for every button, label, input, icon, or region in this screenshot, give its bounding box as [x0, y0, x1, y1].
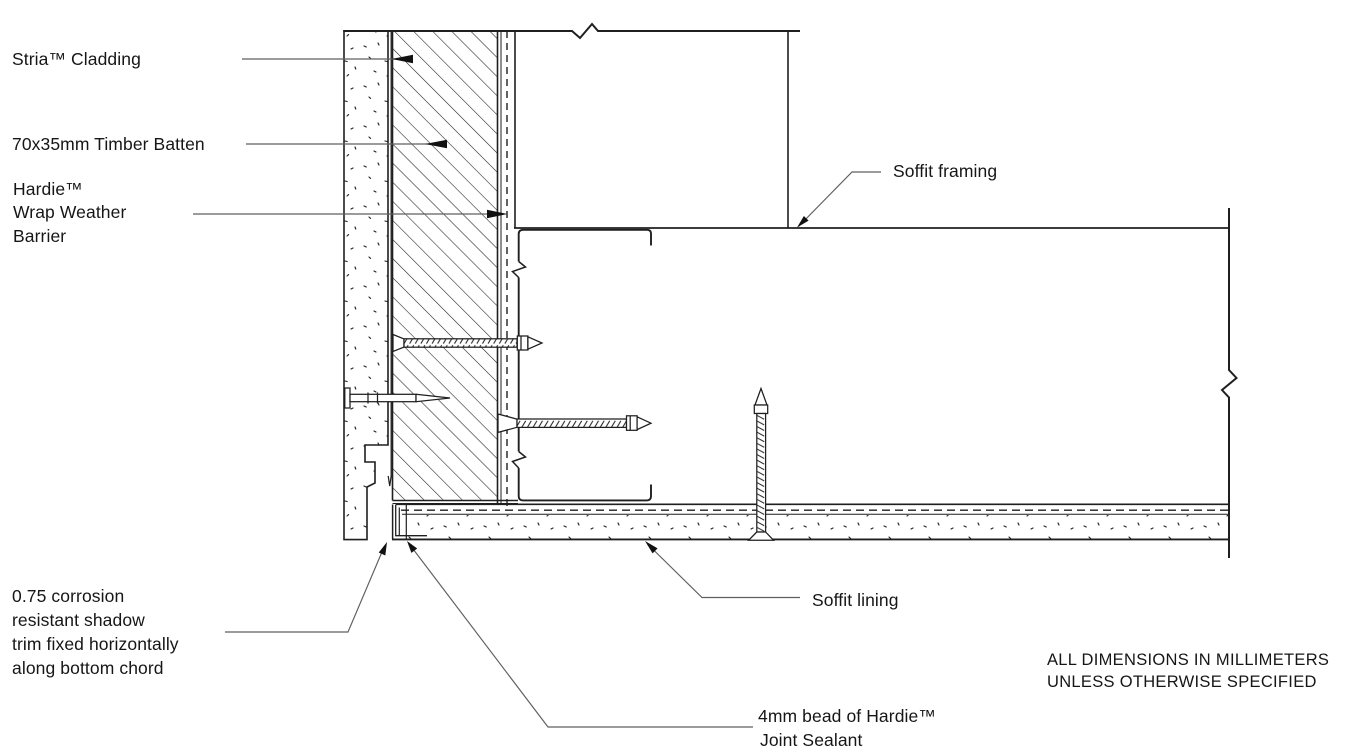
- fastener-screw-upper: [392, 333, 544, 353]
- leader-lines: [193, 58, 881, 728]
- label-soffit-lining: Soffit lining: [812, 590, 899, 610]
- arrow-wrap: [487, 209, 508, 219]
- label-soffit-framing: Soffit framing: [893, 161, 998, 181]
- label-timber-batten: 70x35mm Timber Batten: [12, 134, 205, 154]
- label-trim-line4: along bottom chord: [12, 658, 164, 678]
- label-stria-cladding: Stria™ Cladding: [12, 49, 141, 69]
- arrow-batten: [425, 139, 447, 149]
- leader-soffit-framing: [798, 171, 881, 227]
- fastener-screw-lower: [497, 413, 653, 434]
- leader-sealant: [409, 544, 753, 728]
- fastener-nail-cladding: [344, 387, 451, 409]
- leader-trim: [225, 545, 386, 633]
- stria-cladding-section: [343, 30, 389, 541]
- shadow-trim-profile: [391, 504, 427, 539]
- label-sealant-line1: 4mm bead of Hardie™: [758, 706, 936, 726]
- right-break-line: [1220, 208, 1238, 558]
- label-wrap-line2: Wrap Weather: [13, 202, 127, 222]
- label-trim-line2: resistant shadow: [12, 610, 145, 630]
- soffit-lining-board: [392, 503, 1229, 541]
- note-dimensions-line1: ALL DIMENSIONS IN MILLIMETERS: [1047, 651, 1330, 669]
- crimp-symbol: [511, 260, 528, 469]
- arrow-soffit-lining: [645, 541, 658, 554]
- soffit-framing-channel: [511, 228, 652, 502]
- label-wrap-line3: Barrier: [13, 226, 67, 246]
- timber-batten-section: [391, 31, 518, 504]
- leader-arrowheads: [378, 54, 809, 556]
- label-wrap-line1: Hardie™: [13, 179, 83, 199]
- top-break-line: [343, 22, 800, 40]
- arrow-trim: [378, 542, 387, 556]
- arrow-cladding: [391, 54, 413, 64]
- leader-soffit-lining: [646, 543, 800, 599]
- cavity-line: [387, 31, 392, 487]
- label-trim-line1: 0.75 corrosion: [12, 586, 125, 606]
- label-sealant-line2: Joint Sealant: [760, 730, 863, 750]
- label-trim-line3: trim fixed horizontally: [12, 634, 179, 654]
- fastener-screw-vertical: [747, 386, 776, 541]
- arrow-sealant: [407, 541, 418, 553]
- arrow-soffit-framing: [797, 216, 809, 228]
- note-dimensions-line2: UNLESS OTHERWISE SPECIFIED: [1047, 673, 1317, 691]
